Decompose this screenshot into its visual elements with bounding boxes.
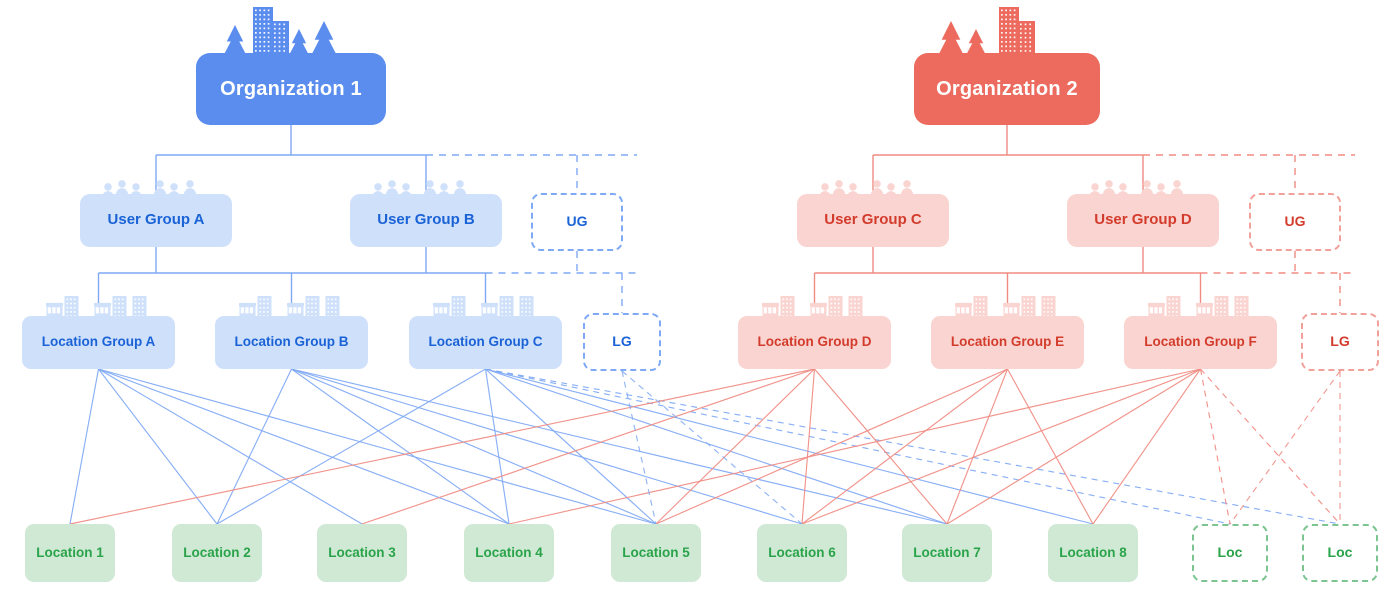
location-7[interactable]: Location 7 — [902, 524, 992, 582]
location-5-label: Location 5 — [622, 544, 690, 560]
location-group-c-label: Location Group C — [428, 334, 543, 350]
organization-2[interactable]: Organization 2 — [914, 53, 1100, 125]
location-6[interactable]: Location 6 — [757, 524, 847, 582]
organization-1-label: Organization 1 — [220, 78, 362, 100]
location-group-placeholder-1-label: LG — [612, 333, 632, 350]
location-group-a-label: Location Group A — [41, 334, 156, 350]
location-6-label: Location 6 — [768, 544, 836, 560]
location-group-a[interactable]: Location Group A — [22, 316, 175, 369]
organization-1[interactable]: Organization 1 — [196, 53, 386, 125]
shops-buildings-icon — [1147, 296, 1249, 320]
location-8-label: Location 8 — [1059, 544, 1127, 560]
location-group-to-location-lines — [69, 368, 1341, 525]
city-skyline-trees-icon — [224, 7, 336, 55]
location-group-placeholder-2-label: LG — [1330, 333, 1350, 350]
location-group-d-label: Location Group D — [757, 334, 872, 350]
organization-2-label: Organization 2 — [936, 78, 1078, 100]
user-group-placeholder-1[interactable]: UG — [531, 193, 623, 251]
user-group-placeholder-2[interactable]: UG — [1249, 193, 1341, 251]
location-group-b-label: Location Group B — [234, 334, 349, 350]
location-2-label: Location 2 — [183, 544, 251, 560]
user-group-placeholder-2-label: UG — [1284, 213, 1306, 230]
user-group-d-label: User Group D — [1094, 211, 1192, 229]
user-group-b[interactable]: User Group B — [350, 194, 502, 247]
location-group-f-label: Location Group F — [1144, 334, 1257, 350]
location-4[interactable]: Location 4 — [464, 524, 554, 582]
location-placeholder-1-label: Loc — [1217, 544, 1243, 561]
location-3-label: Location 3 — [328, 544, 396, 560]
user-group-a[interactable]: User Group A — [80, 194, 232, 247]
location-1[interactable]: Location 1 — [25, 524, 115, 582]
location-placeholder-2[interactable]: Loc — [1302, 524, 1378, 582]
location-group-e-label: Location Group E — [950, 334, 1065, 350]
location-2[interactable]: Location 2 — [172, 524, 262, 582]
shops-buildings-icon — [432, 296, 534, 320]
location-3[interactable]: Location 3 — [317, 524, 407, 582]
location-group-b[interactable]: Location Group B — [215, 316, 368, 369]
location-group-e[interactable]: Location Group E — [931, 316, 1084, 369]
user-group-c[interactable]: User Group C — [797, 194, 949, 247]
user-group-b-label: User Group B — [377, 211, 475, 229]
location-group-placeholder-1[interactable]: LG — [583, 313, 661, 371]
location-group-d[interactable]: Location Group D — [738, 316, 891, 369]
hierarchy-tree-lines — [97, 125, 1355, 316]
location-group-placeholder-2[interactable]: LG — [1301, 313, 1379, 371]
location-placeholder-1[interactable]: Loc — [1192, 524, 1268, 582]
location-5[interactable]: Location 5 — [611, 524, 701, 582]
shops-buildings-icon — [761, 296, 863, 320]
location-placeholder-2-label: Loc — [1327, 544, 1353, 561]
location-7-label: Location 7 — [913, 544, 981, 560]
city-skyline-trees-icon — [939, 7, 1035, 55]
location-1-label: Location 1 — [36, 544, 104, 560]
user-group-c-label: User Group C — [824, 211, 922, 229]
location-4-label: Location 4 — [475, 544, 543, 560]
location-group-f[interactable]: Location Group F — [1124, 316, 1277, 369]
people-group-icon — [818, 180, 914, 198]
location-8[interactable]: Location 8 — [1048, 524, 1138, 582]
location-group-c[interactable]: Location Group C — [409, 316, 562, 369]
user-group-d[interactable]: User Group D — [1067, 194, 1219, 247]
user-group-placeholder-1-label: UG — [566, 213, 588, 230]
user-group-a-label: User Group A — [107, 211, 205, 229]
